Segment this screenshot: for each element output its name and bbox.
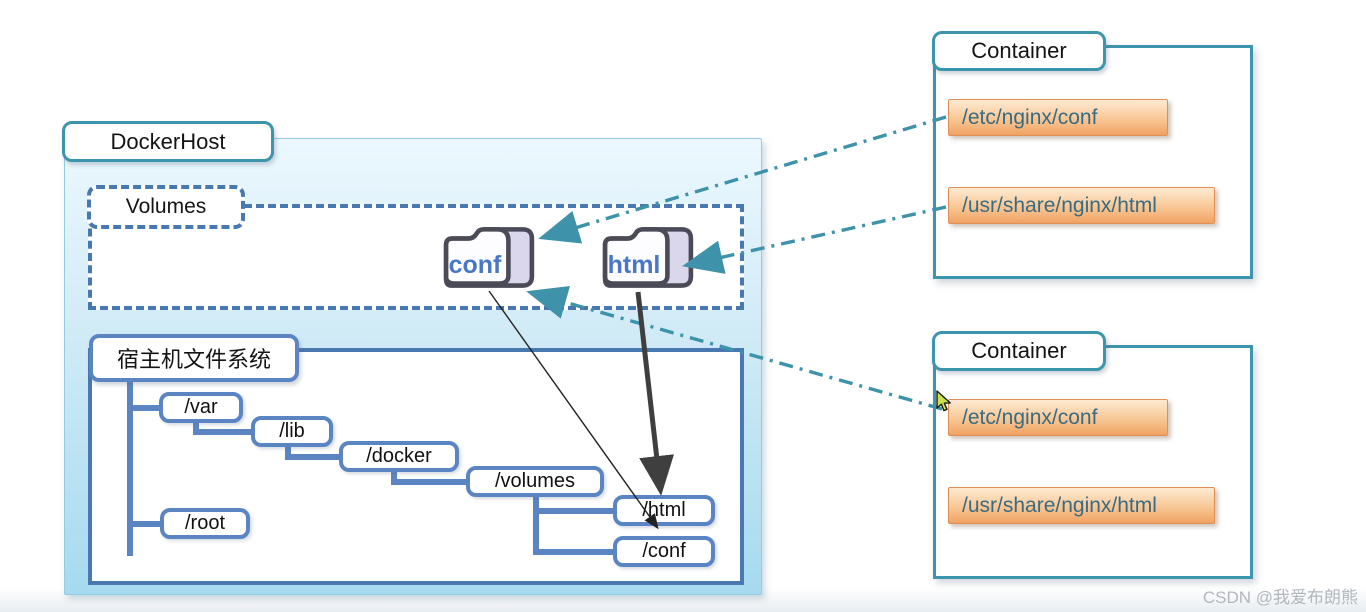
fs-node-lib-text: /lib <box>279 420 305 442</box>
container-2-mount-etc-nginx-conf: /etc/nginx/conf <box>948 399 1168 436</box>
fs-node-var: /var <box>159 392 243 423</box>
container-1-box <box>933 45 1253 279</box>
volumes-label-text: Volumes <box>125 195 207 218</box>
dockerhost-label-text: DockerHost <box>110 128 226 154</box>
fs-node-html-text: /html <box>642 499 686 521</box>
fs-node-var-text: /var <box>184 396 218 418</box>
host-filesystem-label: 宿主机文件系统 <box>89 334 299 382</box>
container-1-label: Container <box>932 31 1106 71</box>
fs-node-conf: /conf <box>613 536 715 567</box>
host-filesystem-label-text: 宿主机文件系统 <box>116 347 271 372</box>
fs-node-lib: /lib <box>251 416 333 447</box>
mount-path-text: /etc/nginx/conf <box>962 405 1098 429</box>
mount-path-text: /usr/share/nginx/html <box>962 193 1157 217</box>
fs-node-conf-text: /conf <box>642 540 686 562</box>
container-2-box <box>933 345 1253 579</box>
fs-node-root: /root <box>160 508 250 539</box>
mount-path-text: /etc/nginx/conf <box>962 105 1098 129</box>
watermark-text: CSDN @我爱布朗熊 <box>1202 588 1358 607</box>
fs-node-html: /html <box>613 495 715 526</box>
container-2-label-text: Container <box>971 338 1067 363</box>
mouse-cursor-icon <box>936 390 951 412</box>
fs-node-docker-text: /docker <box>366 445 432 467</box>
fs-node-volumes-text: /volumes <box>494 470 576 492</box>
folder-html-name: html <box>607 251 661 279</box>
container-2-label: Container <box>932 331 1106 371</box>
container-1-mount-usr-share-nginx-html: /usr/share/nginx/html <box>948 187 1215 224</box>
folder-icon <box>602 227 694 288</box>
volumes-label: Volumes <box>87 185 245 229</box>
dockerhost-label: DockerHost <box>62 121 274 162</box>
container-1-mount-etc-nginx-conf: /etc/nginx/conf <box>948 99 1168 136</box>
folder-conf-name: conf <box>448 251 502 279</box>
fs-node-volumes: /volumes <box>466 466 604 497</box>
folder-icon <box>443 227 535 288</box>
container-1-label-text: Container <box>971 38 1067 63</box>
mount-path-text: /usr/share/nginx/html <box>962 493 1157 517</box>
fs-node-root-text: /root <box>184 512 226 534</box>
volume-folder-html: html <box>600 225 696 293</box>
fs-node-docker: /docker <box>339 441 459 472</box>
volume-folder-conf: conf <box>441 225 537 293</box>
container-2-mount-usr-share-nginx-html: /usr/share/nginx/html <box>948 487 1215 524</box>
